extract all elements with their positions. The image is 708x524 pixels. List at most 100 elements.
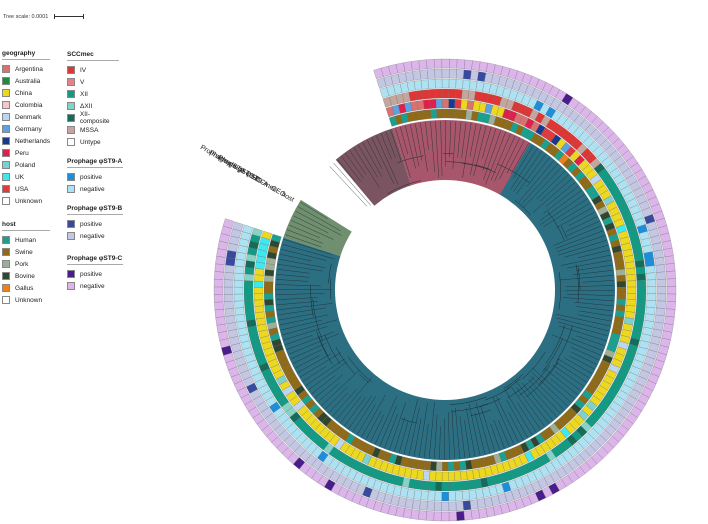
branch-leaf [280, 249, 326, 261]
ring-prophage-c-cell [214, 271, 224, 280]
branch-leaf [464, 420, 471, 458]
branch-leaf [277, 307, 327, 316]
branch-leaf [277, 303, 333, 311]
branch-leaf [366, 139, 383, 170]
branch-leaf [543, 186, 579, 214]
branch-leaf [558, 325, 607, 342]
tree-center [335, 180, 555, 400]
branch-arc [449, 396, 487, 405]
legend-swatch [67, 173, 75, 181]
legend-item: XII-composite [67, 111, 119, 125]
legend-title: Prophage φST9-A [67, 157, 123, 168]
legend-swatch [2, 125, 10, 133]
ring-geography-cell [626, 286, 637, 294]
ring-prophage-b-cell [225, 315, 236, 324]
ring-prophage-c-cell [448, 511, 457, 522]
ring-prophage-b-cell [223, 279, 234, 288]
branch-leaf [448, 412, 450, 459]
ring-prophage-b-cell [232, 221, 244, 232]
branch-root [520, 282, 534, 335]
branch-leaf [480, 406, 495, 452]
ring-prophage-b-cell [655, 307, 666, 317]
branch-leaf [557, 240, 607, 256]
branch-leaf [300, 202, 328, 219]
ring-prophage-b-cell [224, 308, 235, 317]
ring-host-cell [615, 268, 626, 276]
branch-leaf [553, 225, 602, 246]
ring-sccmec-cell [421, 480, 430, 491]
legend-label: Human [15, 236, 36, 244]
branch-leaf [425, 122, 429, 150]
branch-leaf [423, 424, 429, 458]
branch-leaf [390, 129, 402, 161]
ring-prophage-b-cell [448, 501, 457, 512]
ring-sccmec-cell [415, 90, 424, 101]
branch-arc [470, 409, 491, 416]
ring-geography-cell [254, 299, 264, 307]
branch-leaf [515, 154, 546, 195]
branch-leaf [415, 123, 423, 161]
ring-prophage-a-cell [242, 224, 254, 235]
branch-leaf [429, 401, 435, 459]
branch-leaf [282, 244, 335, 260]
ring-prophage-c-cell [471, 60, 481, 71]
ring-geography-cell [441, 471, 449, 482]
branch-leaf [470, 124, 482, 175]
ring-prophage-b-cell [405, 71, 415, 82]
ring-sccmec-cell [636, 280, 647, 288]
ring-geography-cell [454, 471, 462, 481]
legend-swatch [2, 248, 10, 256]
branch-leaf [384, 413, 398, 448]
ring-prophage-a-cell [234, 300, 244, 309]
legend-swatch [2, 149, 10, 157]
ring-prophage-b-cell [427, 69, 436, 79]
ring-geography-cell [416, 100, 425, 111]
legend-swatch [67, 138, 75, 146]
legend-item: V [67, 76, 119, 88]
branch-arc [335, 346, 355, 374]
legend-item: Germany [2, 123, 50, 135]
branch-leaf [398, 421, 409, 453]
ring-prophage-c-cell [418, 59, 428, 70]
legend-swatch [2, 284, 10, 292]
legend-label: positive [80, 220, 103, 228]
branch-leaf [570, 347, 599, 361]
branch-arc [506, 378, 521, 389]
legend-item: Denmark [2, 111, 50, 123]
branch-leaf [540, 194, 585, 225]
ring-prophage-a-cell [434, 78, 443, 89]
branch-leaf [332, 389, 357, 417]
ring-prophage-c-cell [441, 511, 450, 522]
legend-label: MSSA [80, 126, 99, 134]
legend-swatch [67, 185, 75, 193]
ring-prophage-b-cell [656, 286, 667, 295]
branch-leaf [522, 167, 562, 209]
branch-leaf [385, 131, 396, 158]
legend-title: Prophage φST9-B [67, 204, 123, 215]
ring-prophage-b-cell [419, 500, 428, 511]
branch-leaf [494, 136, 516, 182]
ring-prophage-c-cell [425, 511, 435, 521]
branch-leaf [376, 135, 399, 185]
legend-item: Bovine [2, 270, 50, 282]
ring-prophage-c-cell [441, 58, 450, 69]
branch-leaf [461, 122, 467, 158]
ring-prophage-a-cell [235, 313, 246, 323]
branch-leaf [321, 370, 360, 406]
ring-geography-cell [626, 274, 636, 282]
ring-geography-cell [466, 469, 474, 480]
branch-leaf [558, 275, 614, 281]
legend-label: Pork [15, 260, 29, 268]
branch-leaf [521, 382, 553, 421]
legend-label: IV [80, 66, 87, 74]
ring-sccmec-cell [448, 481, 456, 492]
branch-leaf [564, 245, 609, 258]
ring-sccmec-cell [243, 287, 254, 295]
ring-sccmec-cell [635, 266, 646, 275]
branch-leaf [564, 357, 593, 374]
ring-host-cell [264, 269, 275, 277]
legend-title: geography [2, 49, 50, 60]
branch-leaf [325, 386, 348, 410]
ring-geography-cell [624, 261, 635, 270]
